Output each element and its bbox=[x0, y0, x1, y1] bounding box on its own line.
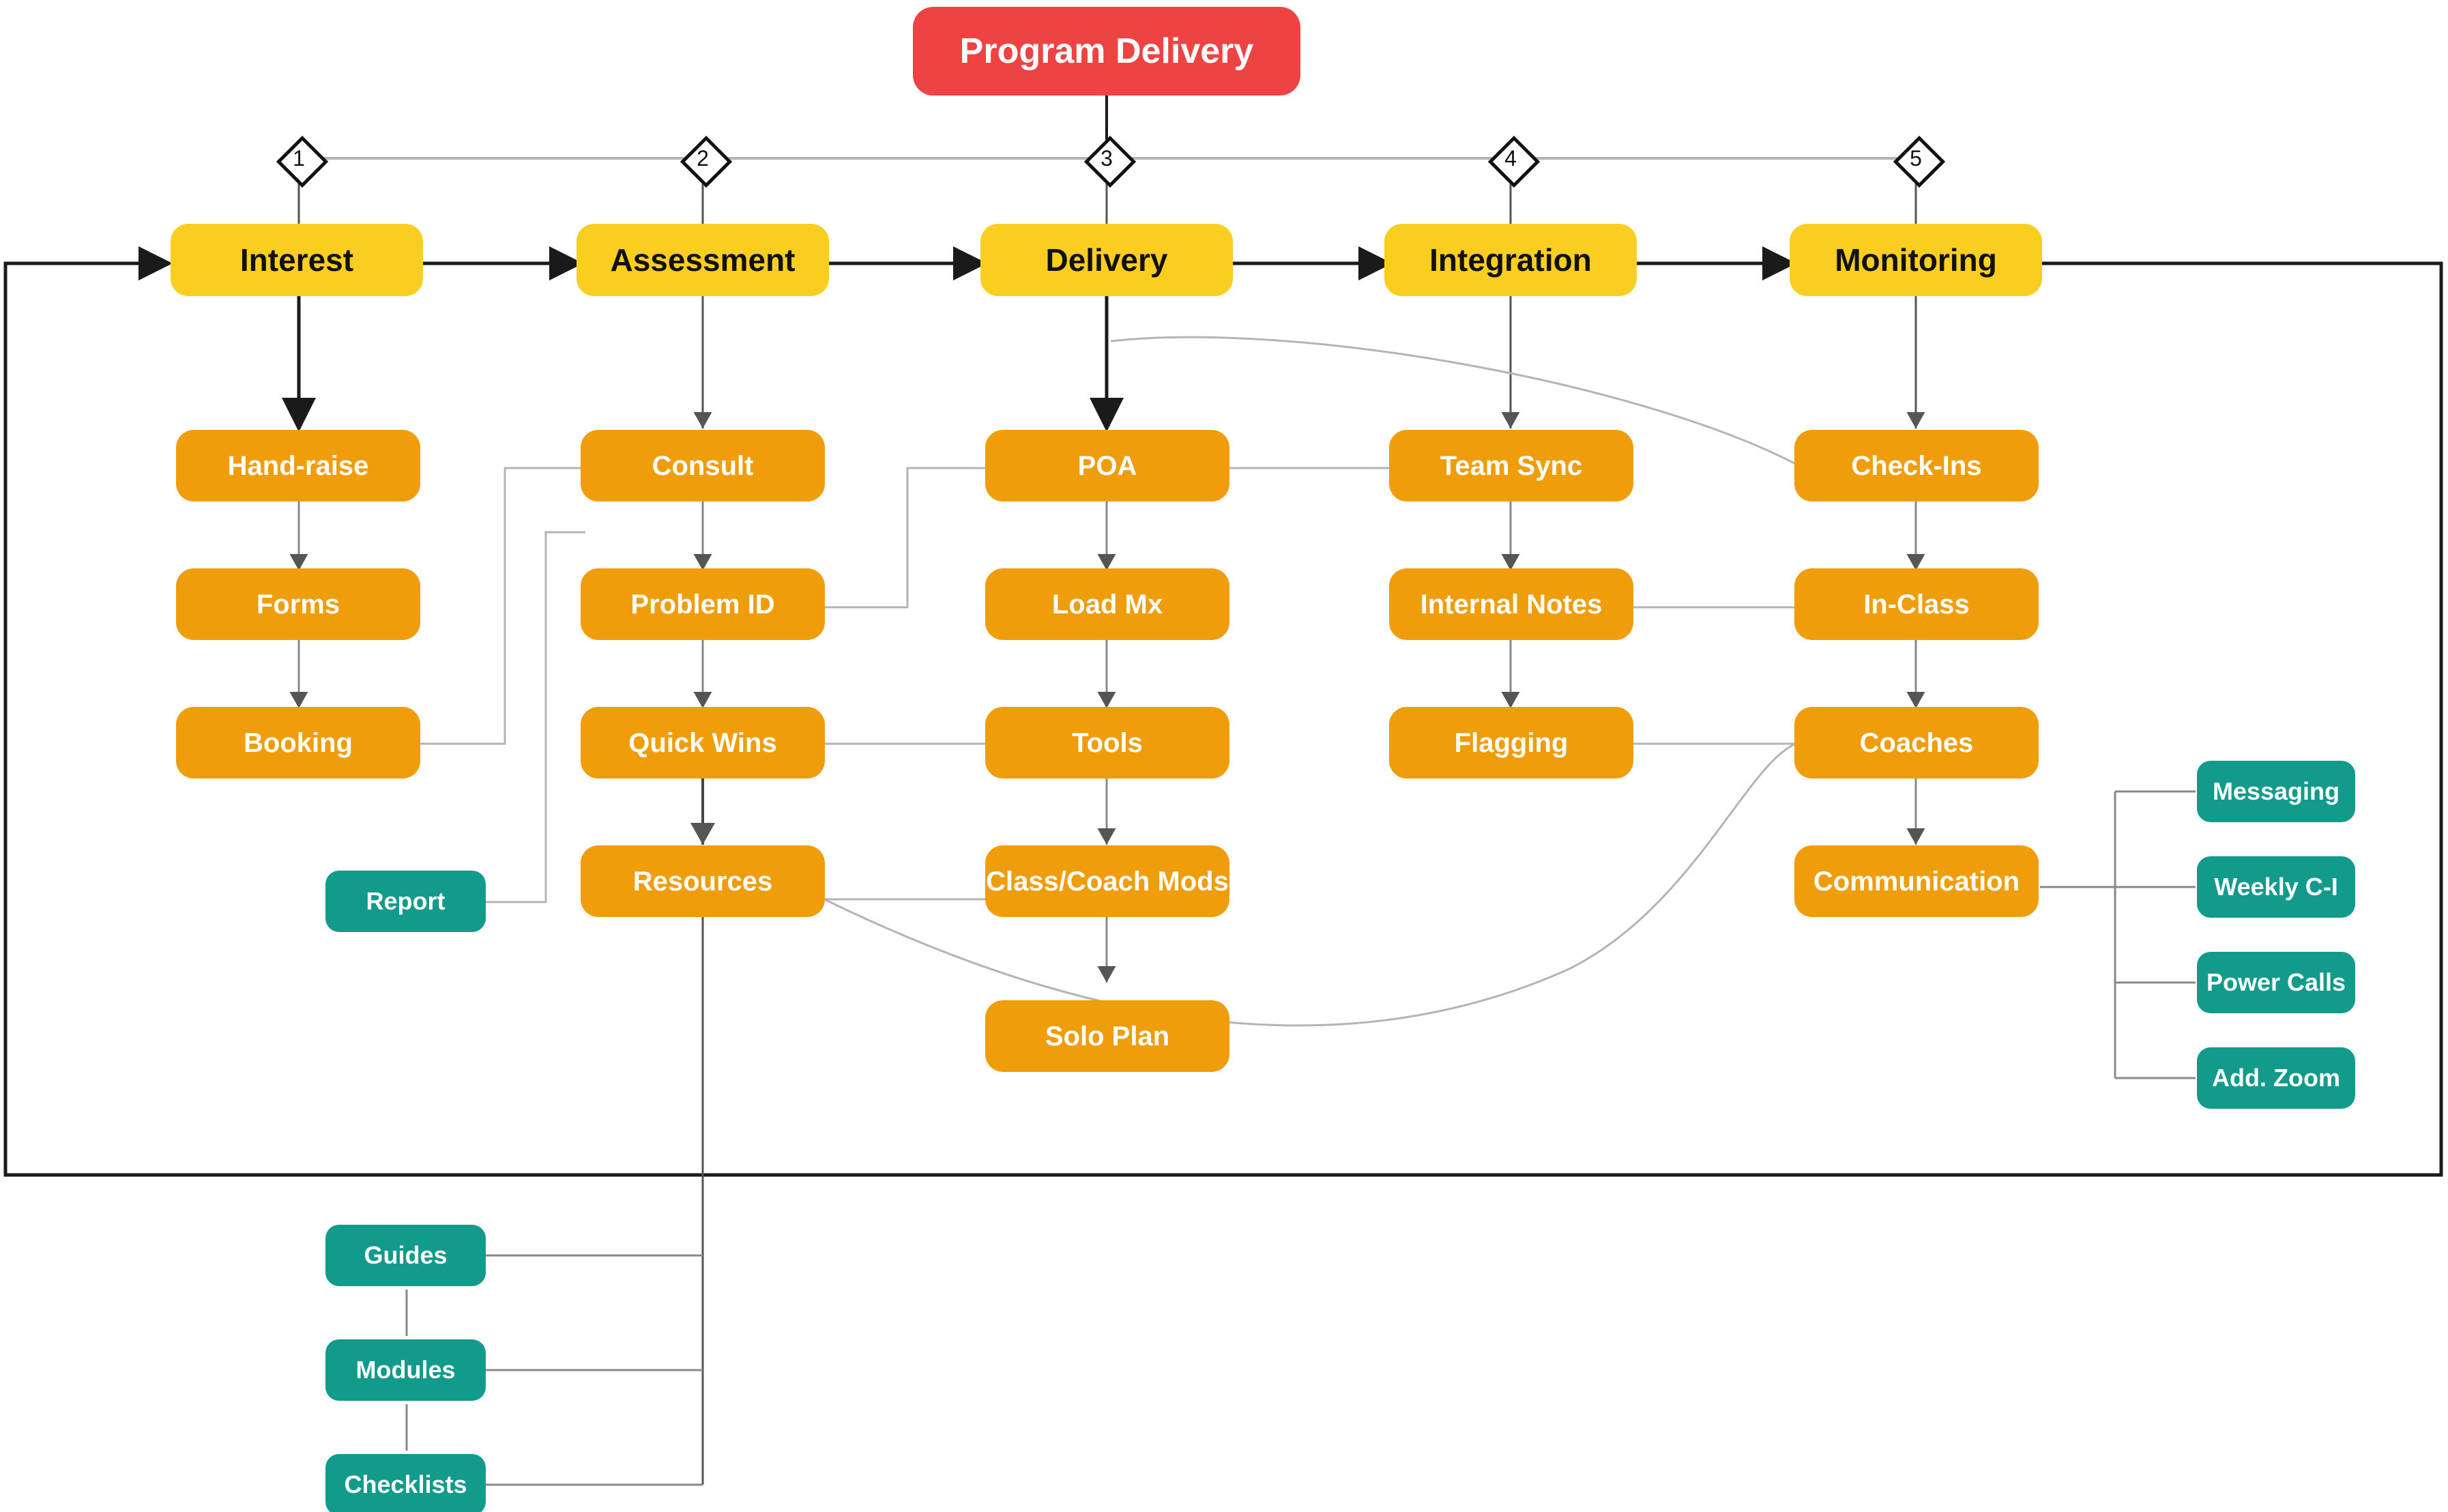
node-report[interactable]: Report bbox=[325, 871, 486, 932]
node-guides[interactable]: Guides bbox=[325, 1225, 486, 1286]
phase-marker-5-label: 5 bbox=[1910, 145, 1922, 171]
stage-assessment[interactable]: Assessment bbox=[577, 224, 829, 296]
node-hand-raise-label: Hand-raise bbox=[227, 450, 369, 481]
program-title-label: Program Delivery bbox=[959, 31, 1254, 71]
node-power-calls-label: Power Calls bbox=[2206, 968, 2346, 997]
phase-marker-1-label: 1 bbox=[293, 145, 305, 171]
node-solo-plan-label: Solo Plan bbox=[1045, 1021, 1170, 1051]
node-check-ins[interactable]: Check-Ins bbox=[1794, 430, 2039, 501]
stage-delivery[interactable]: Delivery bbox=[980, 224, 1233, 296]
node-team-sync[interactable]: Team Sync bbox=[1389, 430, 1633, 501]
phase-marker-2: 2 bbox=[680, 135, 733, 188]
node-internal-notes-label: Internal Notes bbox=[1420, 589, 1603, 620]
node-problem-id[interactable]: Problem ID bbox=[581, 568, 825, 640]
node-consult-label: Consult bbox=[652, 450, 754, 481]
node-messaging[interactable]: Messaging bbox=[2197, 761, 2355, 822]
node-poa-label: POA bbox=[1077, 450, 1137, 481]
node-quick-wins[interactable]: Quick Wins bbox=[581, 707, 825, 779]
node-power-calls[interactable]: Power Calls bbox=[2197, 952, 2355, 1013]
stage-delivery-label: Delivery bbox=[1045, 242, 1168, 278]
node-add-zoom-label: Add. Zoom bbox=[2212, 1064, 2340, 1092]
node-internal-notes[interactable]: Internal Notes bbox=[1389, 568, 1633, 640]
node-modules[interactable]: Modules bbox=[325, 1339, 486, 1401]
phase-marker-4: 4 bbox=[1487, 135, 1541, 188]
stage-integration[interactable]: Integration bbox=[1384, 224, 1637, 296]
node-quick-wins-label: Quick Wins bbox=[628, 727, 777, 758]
node-flagging[interactable]: Flagging bbox=[1389, 707, 1633, 779]
phase-marker-5: 5 bbox=[1893, 135, 1946, 188]
node-weekly-ci[interactable]: Weekly C-I bbox=[2197, 856, 2355, 918]
node-messaging-label: Messaging bbox=[2212, 777, 2340, 806]
node-booking-label: Booking bbox=[244, 727, 353, 758]
stage-assessment-label: Assessment bbox=[610, 242, 796, 278]
stage-interest-label: Interest bbox=[239, 242, 354, 278]
stage-monitoring[interactable]: Monitoring bbox=[1790, 224, 2042, 296]
node-check-ins-label: Check-Ins bbox=[1851, 450, 1982, 481]
node-resources-label: Resources bbox=[632, 866, 773, 897]
phase-marker-2-label: 2 bbox=[697, 145, 709, 171]
node-forms-label: Forms bbox=[256, 589, 340, 620]
diamond-icon: 4 bbox=[1487, 135, 1541, 188]
node-forms[interactable]: Forms bbox=[176, 568, 420, 640]
stage-interest[interactable]: Interest bbox=[171, 224, 423, 296]
diamond-icon: 5 bbox=[1893, 135, 1946, 188]
node-flagging-label: Flagging bbox=[1454, 727, 1569, 758]
node-guides-label: Guides bbox=[364, 1241, 448, 1270]
node-coaches[interactable]: Coaches bbox=[1794, 707, 2039, 779]
node-report-label: Report bbox=[366, 887, 446, 916]
node-problem-id-label: Problem ID bbox=[630, 589, 775, 620]
node-in-class-label: In-Class bbox=[1863, 589, 1970, 620]
node-class-coach-mods-label: Class/Coach Mods bbox=[986, 866, 1229, 897]
node-tools-label: Tools bbox=[1072, 727, 1143, 758]
node-checklists-label: Checklists bbox=[344, 1470, 467, 1499]
node-tools[interactable]: Tools bbox=[985, 707, 1229, 779]
node-weekly-ci-label: Weekly C-I bbox=[2214, 873, 2338, 901]
diamond-icon: 3 bbox=[1083, 135, 1137, 188]
node-resources[interactable]: Resources bbox=[581, 845, 825, 917]
program-title-box: Program Delivery bbox=[913, 7, 1300, 96]
node-hand-raise[interactable]: Hand-raise bbox=[176, 430, 420, 501]
stage-integration-label: Integration bbox=[1429, 242, 1592, 278]
node-coaches-label: Coaches bbox=[1859, 727, 1974, 758]
phase-marker-4-label: 4 bbox=[1504, 145, 1517, 171]
node-in-class[interactable]: In-Class bbox=[1794, 568, 2039, 640]
node-solo-plan[interactable]: Solo Plan bbox=[985, 1000, 1229, 1072]
node-modules-label: Modules bbox=[355, 1356, 456, 1384]
node-communication-label: Communication bbox=[1813, 866, 2020, 897]
node-add-zoom[interactable]: Add. Zoom bbox=[2197, 1047, 2355, 1109]
node-poa[interactable]: POA bbox=[985, 430, 1229, 501]
phase-marker-3-label: 3 bbox=[1101, 145, 1113, 171]
node-load-mx-label: Load Mx bbox=[1051, 589, 1163, 620]
stage-monitoring-label: Monitoring bbox=[1835, 242, 1997, 278]
node-class-coach-mods[interactable]: Class/Coach Mods bbox=[985, 845, 1229, 917]
node-load-mx[interactable]: Load Mx bbox=[985, 568, 1229, 640]
phase-marker-1: 1 bbox=[276, 135, 329, 188]
node-communication[interactable]: Communication bbox=[1794, 845, 2039, 917]
node-booking[interactable]: Booking bbox=[176, 707, 420, 779]
node-team-sync-label: Team Sync bbox=[1440, 450, 1583, 481]
phase-marker-3: 3 bbox=[1083, 135, 1137, 188]
diamond-icon: 2 bbox=[680, 135, 733, 188]
node-checklists[interactable]: Checklists bbox=[325, 1454, 486, 1512]
node-consult[interactable]: Consult bbox=[581, 430, 825, 501]
diamond-icon: 1 bbox=[276, 135, 329, 188]
